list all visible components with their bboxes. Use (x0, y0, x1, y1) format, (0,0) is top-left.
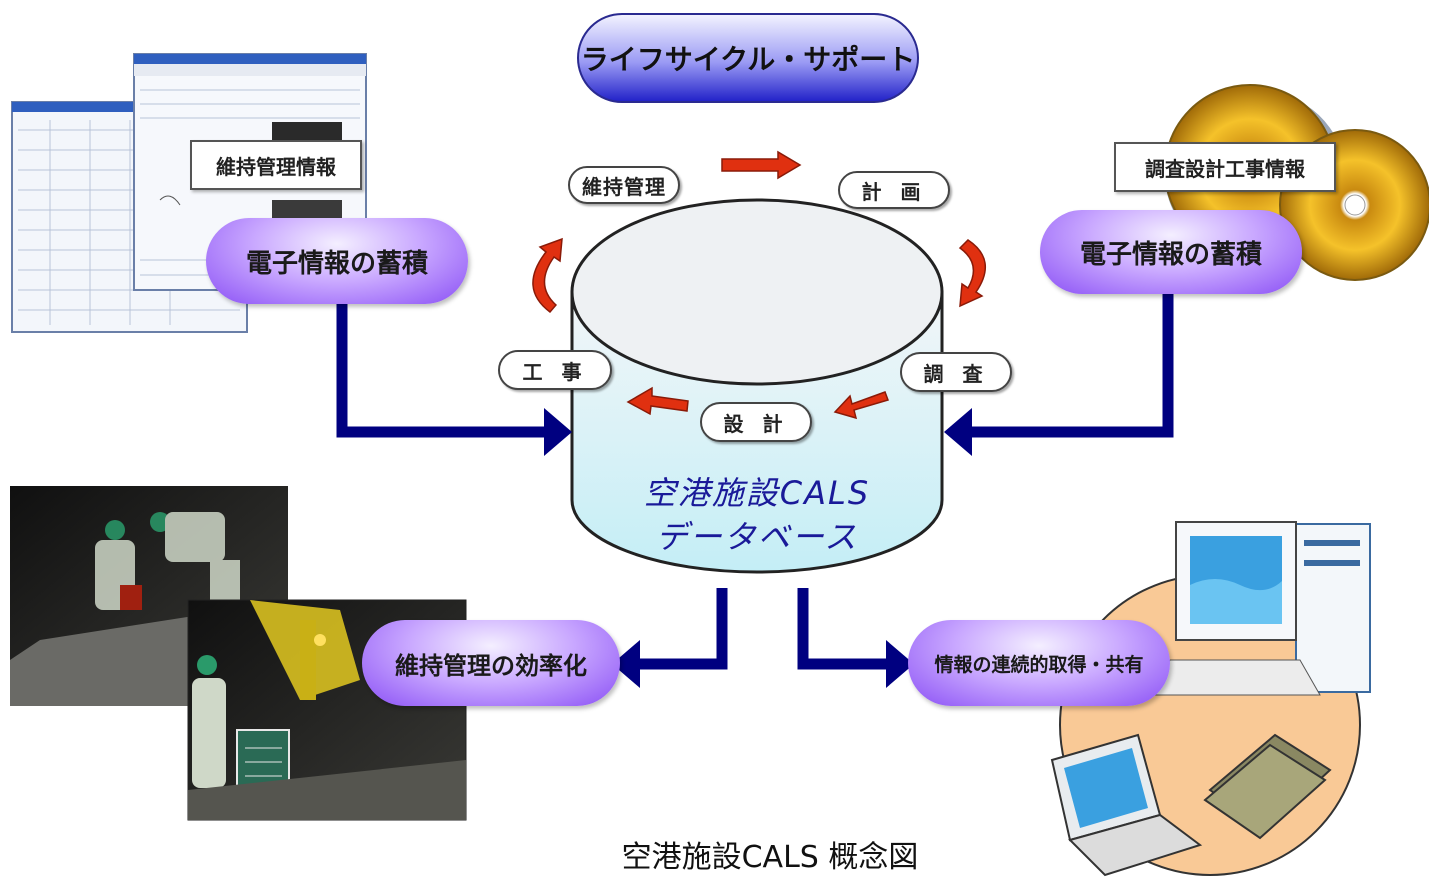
phase-planning: 計 画 (838, 171, 950, 209)
electronic-storage-pill-left: 電子情報の蓄積 (206, 218, 468, 304)
diagram-caption: 空港施設CALS 概念図 (621, 840, 919, 875)
maintenance-efficiency-pill: 維持管理の効率化 (362, 620, 620, 706)
night-work-photos (10, 486, 467, 821)
computers-illustration (1050, 521, 1371, 877)
flow-arrow-right-top (968, 292, 1174, 438)
folder-icon (1203, 733, 1332, 840)
flow-arrow-left-bottom (636, 588, 728, 670)
cycle-arrow-to-planning (721, 150, 802, 180)
arrowhead-right-top (944, 408, 972, 456)
arrowhead-left-bottom (612, 640, 640, 688)
title-pill-shape (577, 13, 919, 103)
phase-construction: 工 事 (498, 350, 612, 390)
maintenance-info-label: 維持管理情報 (190, 140, 362, 190)
continuous-info-sharing-pill: 情報の連続的取得・共有 (908, 620, 1170, 706)
arrowhead-left-top (544, 408, 572, 456)
cycle-arrow-to-construction (626, 386, 689, 416)
database-label-line1: 空港施設CALS (643, 474, 871, 512)
cycle-arrow-to-survey (958, 239, 987, 308)
arrowhead-right-bottom (886, 640, 914, 688)
database-label-line2: データベース (655, 518, 859, 556)
cycle-arrows (532, 150, 987, 420)
laptop-icon (1050, 733, 1203, 877)
phase-maintenance: 維持管理 (568, 166, 680, 204)
electronic-storage-pill-right: 電子情報の蓄積 (1040, 210, 1302, 294)
phase-design: 設 計 (700, 402, 812, 442)
cycle-arrow-to-design (833, 391, 889, 420)
flow-arrow-right-bottom (797, 588, 890, 670)
flow-arrow-left-top (336, 300, 548, 438)
diagram-title: ライフサイクル・サポート (580, 43, 916, 76)
cycle-arrow-to-maintenance (532, 237, 563, 314)
survey-design-construction-info-label: 調査設計工事情報 (1114, 142, 1336, 192)
flow-arrows (336, 292, 1174, 670)
phase-survey: 調 査 (900, 352, 1012, 392)
